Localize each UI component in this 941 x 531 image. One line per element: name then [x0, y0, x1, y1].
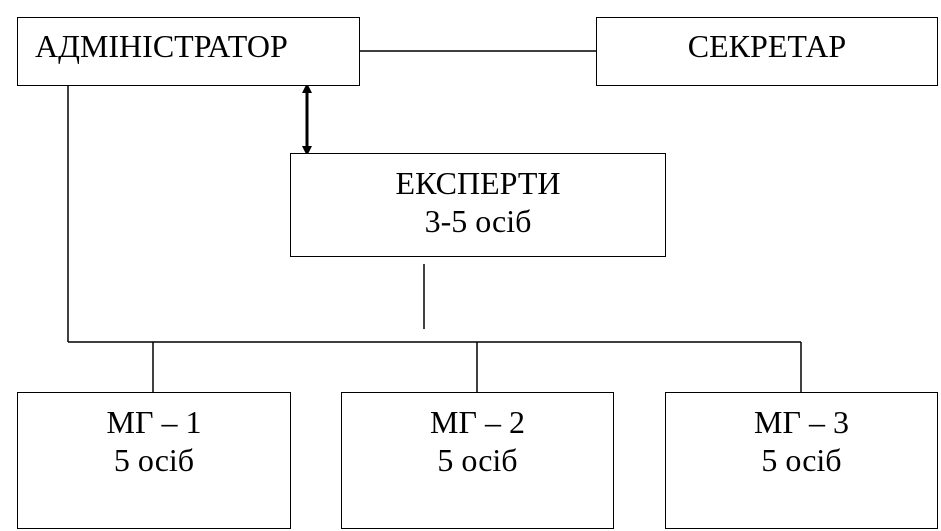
group-3-count: 5 осіб: [761, 442, 842, 478]
group-1-box: МГ – 1 5 осіб: [17, 392, 291, 529]
experts-box: ЕКСПЕРТИ 3-5 осіб: [290, 153, 666, 257]
group-2-title: МГ – 2: [430, 404, 525, 440]
administrator-box: АДМІНІСТРАТОР: [17, 17, 360, 86]
group-3-box: МГ – 3 5 осіб: [665, 392, 938, 529]
secretary-box: СЕКРЕТАР: [596, 17, 938, 86]
experts-title: ЕКСПЕРТИ: [395, 165, 561, 201]
group-1-count: 5 осіб: [113, 442, 195, 478]
group-2-box: МГ – 2 5 осіб: [341, 392, 614, 529]
group-3-title: МГ – 3: [754, 404, 849, 440]
group-1-title: МГ – 1: [106, 404, 202, 440]
secretary-label: СЕКРЕТАР: [687, 28, 847, 64]
administrator-label: АДМІНІСТРАТОР: [35, 28, 288, 64]
group-2-count: 5 осіб: [437, 442, 518, 478]
experts-count: 3-5 осіб: [424, 203, 532, 239]
